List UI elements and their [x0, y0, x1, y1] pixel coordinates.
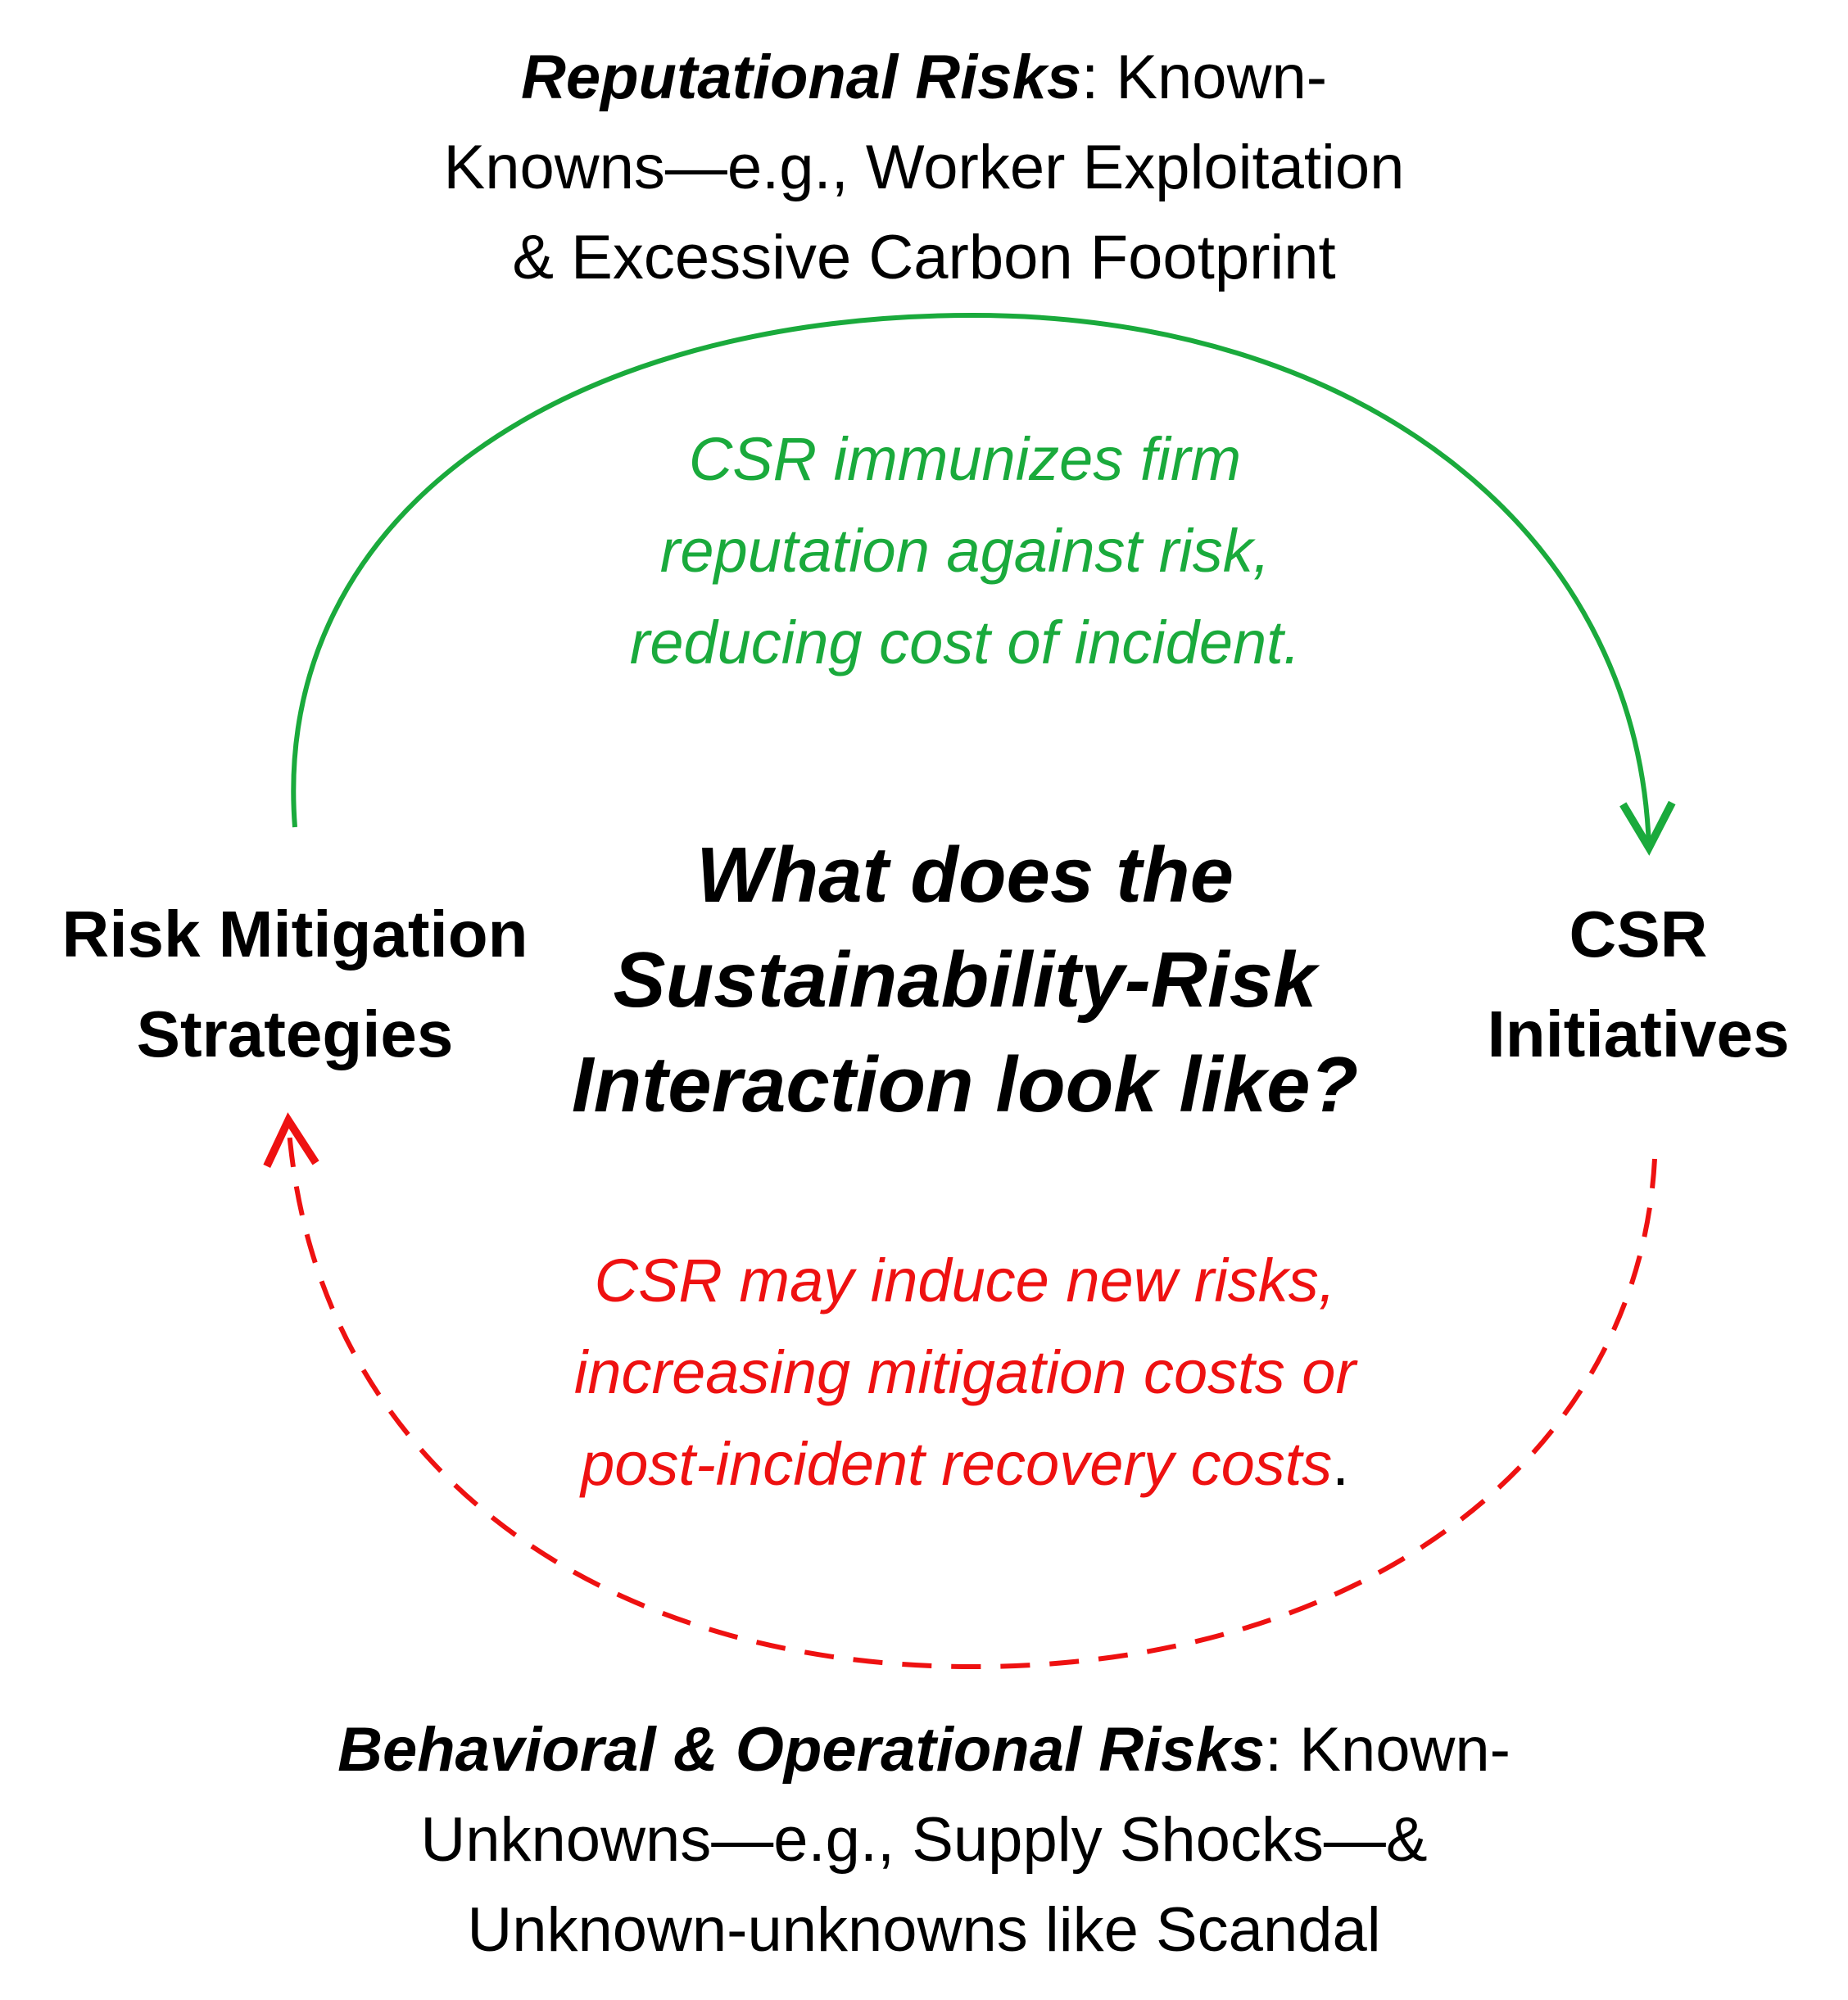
csr-immunizes-line1: CSR immunizes firm: [688, 425, 1242, 493]
central-question-line1: What does the: [695, 831, 1234, 919]
central-question-line2: Sustainability-Risk: [613, 936, 1317, 1024]
csr-immunizes-line3: reducing cost of incident.: [629, 609, 1301, 676]
behavioral-risks-line2: Unknowns—e.g., Supply Shocks—&: [420, 1805, 1428, 1875]
csr-new-risks-period: .: [1332, 1430, 1349, 1498]
reputational-risks-label: Reputational Risks: [520, 43, 1082, 112]
green-arrow: [291, 312, 1676, 856]
csr-initiatives-line2: Initiatives: [1487, 998, 1790, 1070]
csr-new-risks-line3: post-incident recovery costs: [581, 1430, 1333, 1498]
csr-new-risks-note: CSR may induce new risks, increasing mit…: [351, 1235, 1579, 1510]
csr-immunizes-line2: reputation against risk,: [659, 517, 1270, 585]
behavioral-risks-line1: : Known-: [1265, 1715, 1511, 1785]
csr-initiatives-line1: CSR: [1569, 898, 1708, 971]
behavioral-risks-text: Behavioral & Operational Risks: Known- U…: [187, 1705, 1661, 1975]
reputational-risks-line3: & Excessive Carbon Footprint: [512, 223, 1336, 292]
csr-new-risks-line2: increasing mitigation costs or: [573, 1338, 1357, 1406]
behavioral-risks-line3: Unknown-unknowns like Scandal: [467, 1895, 1381, 1965]
csr-immunizes-note: CSR immunizes firm reputation against ri…: [473, 414, 1456, 689]
reputational-risks-text: Reputational Risks: Known- Knowns—e.g., …: [269, 33, 1579, 303]
csr-new-risks-line1: CSR may induce new risks,: [594, 1247, 1336, 1314]
risk-mitigation-line2: Strategies: [136, 998, 454, 1070]
central-question: What does the Sustainability-Risk Intera…: [514, 823, 1415, 1138]
red-dashed-arrow: [263, 1112, 1657, 1670]
behavioral-risks-label: Behavioral & Operational Risks: [337, 1715, 1266, 1785]
csr-initiatives-node: CSR Initiatives: [1458, 885, 1819, 1084]
central-question-line3: Interaction look like?: [571, 1041, 1359, 1129]
risk-mitigation-line1: Risk Mitigation: [61, 898, 528, 971]
risk-mitigation-node: Risk Mitigation Strategies: [16, 885, 573, 1084]
reputational-risks-line1: : Known-: [1081, 43, 1328, 112]
reputational-risks-line2: Knowns—e.g., Worker Exploitation: [443, 133, 1405, 202]
